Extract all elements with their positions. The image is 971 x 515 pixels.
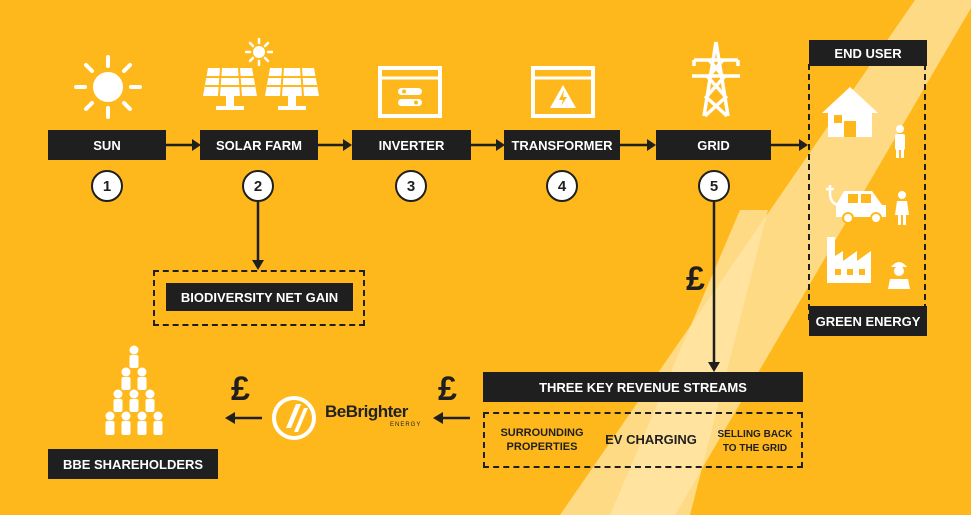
green-energy-label: GREEN ENERGY: [809, 306, 927, 336]
end-user-title: END USER: [809, 40, 927, 66]
sun-icon: [74, 55, 142, 119]
step-solar-farm-label: SOLAR FARM: [200, 130, 318, 160]
revenue-streams-dashed-box: [483, 412, 803, 468]
bebrighter-logo-name: BeBrighter: [325, 402, 408, 421]
small-sun-icon: [245, 38, 273, 66]
pound-grid-revenue: £: [686, 260, 705, 298]
flow-connectors: [165, 143, 800, 420]
step-4-number: 4: [546, 170, 578, 202]
revenue-selling-back: SELLING BACK TO THE GRID: [717, 429, 793, 454]
revenue-ev-charging: EV CHARGING: [605, 432, 697, 447]
step-2-number: 2: [242, 170, 274, 202]
ev-car-person-icon: [826, 185, 909, 225]
step-1-number: 1: [91, 170, 123, 202]
pound-revenue-to-company: £: [438, 370, 457, 408]
factory-worker-icon: [827, 237, 910, 289]
step-grid-label: GRID: [656, 130, 771, 160]
biodiversity-dashed-box: [153, 270, 365, 326]
bbe-shareholders-label: BBE SHAREHOLDERS: [48, 449, 218, 479]
bebrighter-logo-mark: [272, 396, 317, 440]
step-inverter-label: INVERTER: [352, 130, 471, 160]
pylon-icon: [692, 41, 740, 118]
step-sun-label: SUN: [48, 130, 166, 160]
diagonal-stripe-secondary: [610, 210, 768, 515]
house-person-icon: [822, 87, 905, 158]
bebrighter-logo-sub: ENERGY: [390, 422, 422, 428]
step-transformer-label: TRANSFORMER: [504, 130, 620, 160]
revenue-surrounding-properties: SURROUNDING PROPERTIES: [500, 427, 584, 453]
transformer-icon: [531, 66, 595, 118]
inverter-icon: [378, 66, 442, 118]
step-5-number: 5: [698, 170, 730, 202]
revenue-streams-title: THREE KEY REVENUE STREAMS: [483, 372, 803, 402]
solar-panels-icon: [203, 67, 319, 110]
biodiversity-net-gain-label: BIODIVERSITY NET GAIN: [166, 283, 353, 311]
end-user-dashed-box: [808, 64, 926, 320]
pound-company-to-shareholders: £: [231, 370, 250, 408]
shareholders-icon: [105, 345, 163, 435]
flow-arrowheads: [192, 139, 808, 424]
step-3-number: 3: [395, 170, 427, 202]
